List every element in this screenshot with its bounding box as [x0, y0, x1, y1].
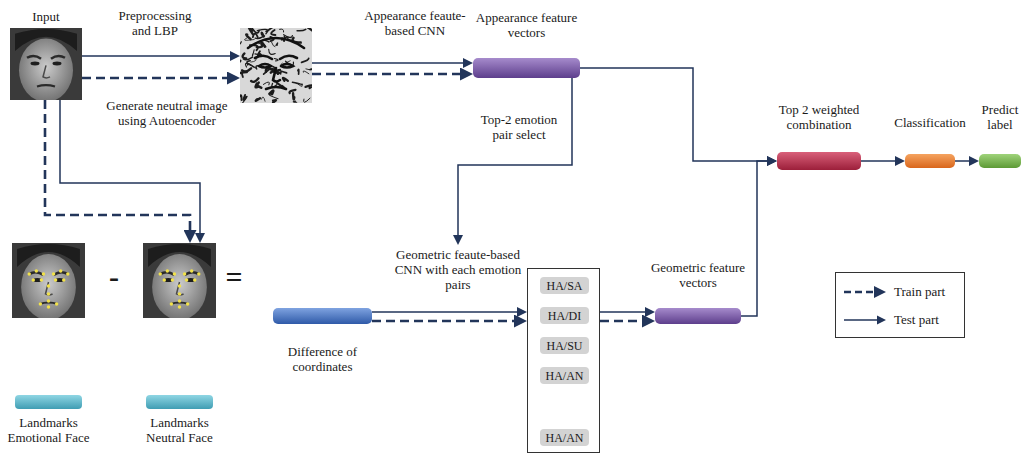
feature-bar: Geometric feature vectors [655, 308, 741, 324]
face-picture [143, 243, 216, 318]
test-arrow [372, 311, 522, 313]
face-image: Landmarks Neutral Face [143, 243, 216, 318]
feature-bar: Top 2 weighted combination [777, 152, 861, 170]
node-label: Predict label [976, 102, 1024, 132]
legend-box: Train partTest part [835, 272, 965, 338]
train-arrow [600, 320, 649, 323]
pair-label: HA/SU [546, 339, 582, 353]
emotion-pair: HA/SA [540, 277, 589, 294]
landmark-bar [15, 395, 82, 409]
feature-bar: Appearance feature vectors [473, 58, 580, 78]
pair-label: HA/DI [548, 309, 581, 323]
train-arrow [312, 73, 467, 76]
feature-bar: Difference of coordinates [273, 308, 372, 324]
test-arrow [458, 78, 572, 240]
face-picture [12, 243, 85, 318]
legend-label: Train part [894, 284, 962, 299]
edge-label: Generate neutral image using Autoencoder [92, 98, 242, 128]
emotion-pair: HA/SU [540, 337, 589, 354]
legend-label: Test part [894, 312, 962, 327]
train-arrow [82, 77, 234, 80]
node-label: Input [16, 9, 76, 24]
train-arrow [372, 320, 521, 323]
emotion-pair-box: Geometric feaute-based CNN with each emo… [527, 268, 600, 453]
edge-label: Top-2 emotion pair select [470, 112, 568, 142]
test-arrow [861, 160, 900, 162]
emotion-pair: HA/AN [540, 367, 589, 384]
feature-bar: Predict label [979, 154, 1021, 168]
landmark-bar [146, 395, 213, 409]
test-arrow [580, 68, 772, 161]
face-image: Landmarks Emotional Face [12, 243, 85, 318]
node-label: Classification [885, 115, 975, 130]
pair-label: HA/AN [546, 431, 584, 445]
node-label: Appearance feature vectors [474, 10, 579, 40]
sample-arrowhead [877, 316, 886, 325]
test-arrow [82, 55, 235, 57]
node-label: Geometric feaute-based CNN with each emo… [392, 247, 524, 292]
test-sample-line [844, 319, 879, 321]
edge-label: Appearance feaute-based CNN [360, 8, 470, 38]
lbp-picture [240, 28, 312, 103]
node-label: Landmarks Emotional Face [1, 415, 96, 445]
face-image: Input [10, 28, 82, 100]
feature-bar: Classification [905, 154, 955, 168]
pair-label: HA/AN [546, 369, 584, 383]
emotion-pair: HA/DI [540, 307, 589, 324]
operator-symbol: - [101, 262, 127, 292]
emotion-pair: HA/AN [540, 429, 589, 446]
test-arrow [741, 161, 772, 316]
node-label: Landmarks Neutral Face [132, 415, 227, 445]
sample-arrowhead [874, 286, 886, 298]
legend-samples [836, 273, 964, 337]
test-arrow [955, 160, 974, 162]
node-label: Geometric feature vectors [648, 260, 748, 290]
face-picture [10, 28, 82, 100]
pair-label: HA/SA [546, 279, 582, 293]
node-label: Top 2 weighted combination [767, 102, 872, 132]
lbp-image: Preprocessing and LBP [240, 28, 312, 103]
test-arrow [600, 311, 650, 313]
node-label: Difference of coordinates [273, 344, 373, 374]
train-sample-line [844, 291, 876, 294]
operator-symbol: = [221, 262, 247, 292]
node-label: Preprocessing and LBP [110, 8, 200, 38]
test-arrow [312, 62, 468, 64]
